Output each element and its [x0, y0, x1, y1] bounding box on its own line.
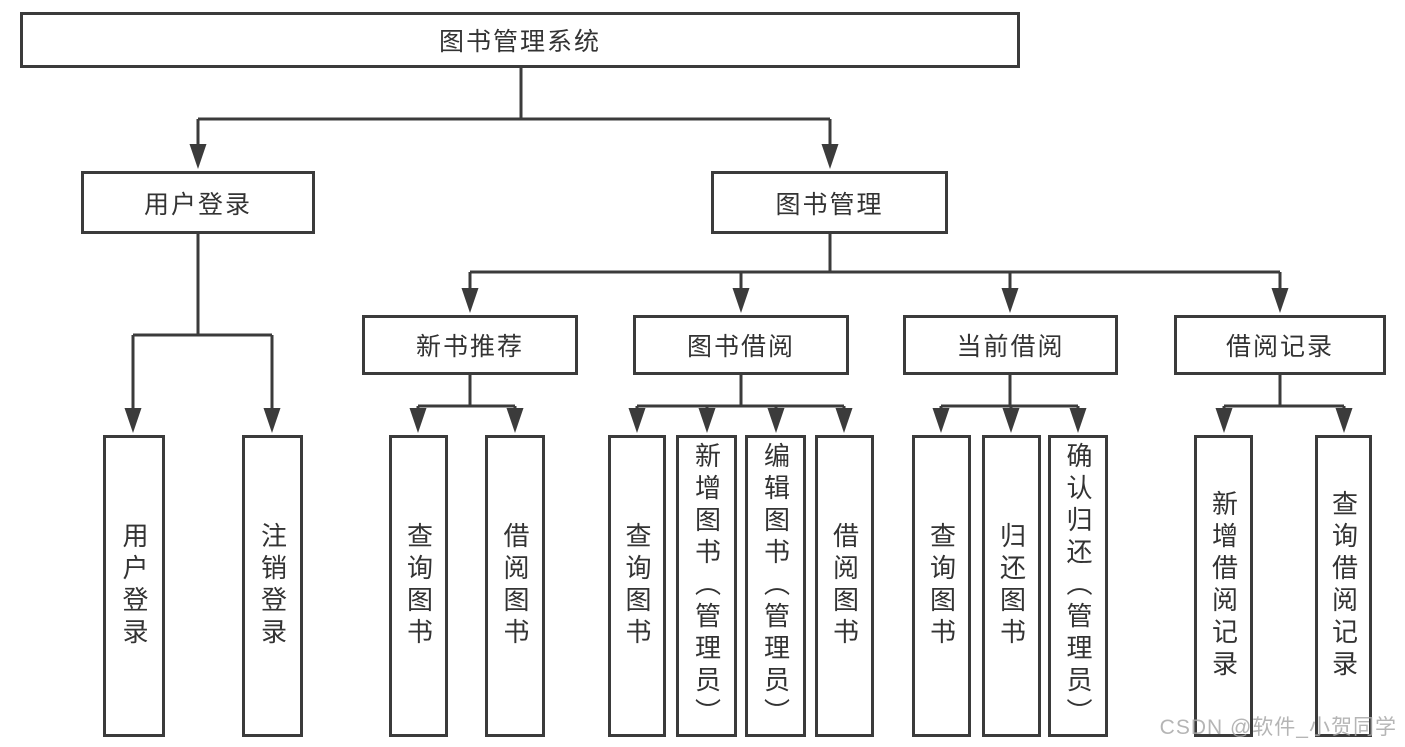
node-logout: 注销登录 — [242, 435, 303, 737]
edge-bookmgmt-trunk — [468, 234, 1282, 295]
node-add-borrow-record: 新增借阅记录 — [1194, 435, 1253, 737]
arrowheads — [124, 144, 1353, 433]
arrow-down-icon — [698, 408, 716, 433]
node-borrow-books-1-label: 借阅图书 — [500, 522, 530, 650]
node-book-borrow: 图书借阅 — [633, 315, 849, 375]
node-return-book: 归还图书 — [982, 435, 1041, 737]
node-query-borrow-record-label: 查询借阅记录 — [1328, 490, 1359, 682]
edge-root-trunk — [196, 68, 832, 151]
node-user-login-label: 用户登录 — [143, 190, 252, 219]
node-root-label: 图书管理系统 — [438, 28, 601, 56]
arrow-down-icon — [1215, 408, 1233, 433]
node-new-book-recommend-label: 新书推荐 — [415, 333, 524, 361]
arrow-down-icon — [189, 144, 207, 169]
node-book-borrow-label: 图书借阅 — [686, 333, 795, 361]
node-query-books-2: 查询图书 — [608, 435, 666, 737]
node-current-borrow-label: 当前借阅 — [956, 333, 1065, 361]
arrow-down-icon — [1335, 408, 1353, 433]
edge-borrow-trunk — [635, 375, 846, 415]
node-query-books-1-label: 查询图书 — [403, 522, 434, 650]
node-edit-book-admin: 编辑图书（管理员） — [745, 435, 806, 737]
node-root: 图书管理系统 — [20, 12, 1020, 68]
node-borrow-records: 借阅记录 — [1174, 315, 1386, 375]
node-borrow-books-2-label: 借阅图书 — [829, 522, 860, 650]
arrow-down-icon — [835, 408, 853, 433]
edge-newbook-trunk — [416, 375, 517, 415]
node-add-book-admin-label: 新增图书（管理员） — [691, 442, 722, 730]
node-current-borrow: 当前借阅 — [903, 315, 1118, 375]
csdn-watermark: CSDN @软件_小贺同学 — [1159, 716, 1397, 739]
node-query-borrow-record: 查询借阅记录 — [1315, 435, 1372, 737]
node-book-management-label: 图书管理 — [775, 190, 884, 219]
arrow-down-icon — [732, 288, 750, 313]
node-confirm-return-admin: 确认归还（管理员） — [1048, 435, 1108, 737]
node-add-borrow-record-label: 新增借阅记录 — [1208, 490, 1239, 682]
node-edit-book-admin-label: 编辑图书（管理员） — [760, 442, 791, 730]
node-return-book-label: 归还图书 — [996, 522, 1027, 650]
arrow-down-icon — [821, 144, 839, 169]
arrow-down-icon — [628, 408, 646, 433]
arrow-down-icon — [461, 288, 479, 313]
node-user-login-leaf-label: 用户登录 — [119, 522, 149, 650]
node-borrow-records-label: 借阅记录 — [1225, 333, 1334, 361]
arrow-down-icon — [1069, 408, 1087, 433]
arrow-down-icon — [1001, 288, 1019, 313]
edge-records-trunk — [1222, 375, 1346, 415]
arrow-down-icon — [932, 408, 950, 433]
node-logout-label: 注销登录 — [257, 522, 288, 650]
arrow-down-icon — [1271, 288, 1289, 313]
node-new-book-recommend: 新书推荐 — [362, 315, 578, 375]
arrow-down-icon — [767, 408, 785, 433]
node-query-books-2-label: 查询图书 — [622, 522, 652, 650]
arrow-down-icon — [506, 408, 524, 433]
edge-userlogin-trunk — [131, 234, 274, 414]
node-query-books-3-label: 查询图书 — [926, 522, 957, 650]
arrow-down-icon — [263, 408, 281, 433]
node-user-login: 用户登录 — [81, 171, 315, 234]
node-borrow-books-2: 借阅图书 — [815, 435, 874, 737]
arrow-down-icon — [1002, 408, 1020, 433]
node-query-books-3: 查询图书 — [912, 435, 971, 737]
node-query-books-1: 查询图书 — [389, 435, 448, 737]
node-confirm-return-admin-label: 确认归还（管理员） — [1063, 442, 1093, 730]
node-add-book-admin: 新增图书（管理员） — [676, 435, 737, 737]
arrow-down-icon — [409, 408, 427, 433]
arrow-down-icon — [124, 408, 142, 433]
node-user-login-leaf: 用户登录 — [103, 435, 165, 737]
node-borrow-books-1: 借阅图书 — [485, 435, 545, 737]
node-book-management: 图书管理 — [711, 171, 948, 234]
